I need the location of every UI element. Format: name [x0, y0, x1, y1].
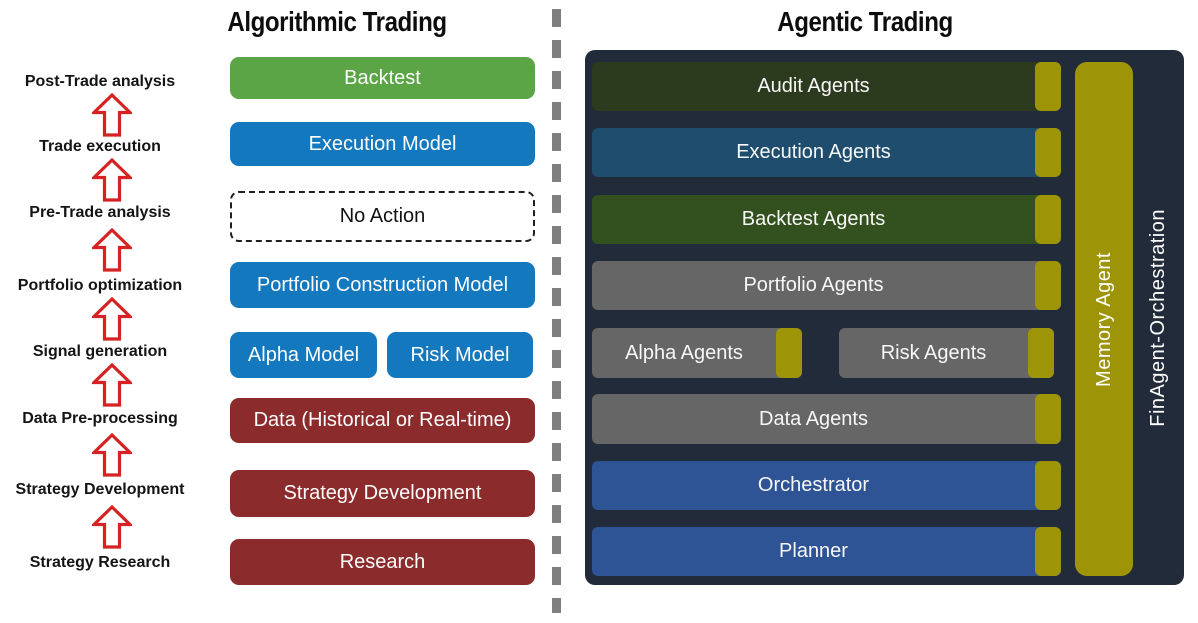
- research-box-label: Research: [339, 550, 426, 573]
- connector-tab: [1035, 128, 1061, 177]
- connector-tab: [1035, 195, 1061, 244]
- up-arrow-icon: [90, 362, 134, 407]
- risk-model-box-label: Risk Model: [410, 343, 510, 366]
- risk-agents-row: Risk Agents: [839, 328, 1054, 378]
- execution-model-box: Execution Model: [230, 122, 535, 166]
- portfolio-agents-row: Portfolio Agents: [592, 261, 1061, 310]
- algorithmic-trading-title: Algorithmic Trading: [227, 6, 447, 37]
- alpha-model-box-label: Alpha Model: [247, 343, 360, 366]
- portfolio-agents-row-label: Portfolio Agents: [743, 274, 884, 296]
- process-step-portfolio-optimization: Portfolio optimization: [17, 277, 183, 294]
- planner-row-label: Planner: [779, 540, 848, 562]
- risk-model-box: Risk Model: [387, 332, 533, 378]
- dashed-divider: [552, 9, 561, 613]
- alpha-model-box: Alpha Model: [230, 332, 377, 378]
- up-arrow-icon: [90, 296, 134, 341]
- process-step-trade-execution: Trade execution: [39, 138, 161, 155]
- research-box: Research: [230, 539, 535, 585]
- no-action-box-label: No Action: [339, 205, 426, 227]
- backtest-box-label: Backtest: [344, 66, 421, 89]
- finagent-orchestration-sidebar: FinAgent-Orchestration: [1133, 50, 1184, 585]
- up-arrow-icon: [90, 92, 134, 137]
- data-agents-row: Data Agents: [592, 394, 1061, 444]
- data-agents-row-label: Data Agents: [759, 407, 868, 430]
- process-step-post-trade-analysis: Post-Trade analysis: [24, 73, 176, 90]
- memory-agent-bar: Memory Agent: [1075, 62, 1133, 576]
- alpha-agents-row-label: Alpha Agents: [625, 341, 743, 364]
- process-step-pre-trade-analysis: Pre-Trade analysis: [29, 204, 171, 221]
- connector-tab: [1035, 261, 1061, 310]
- process-step-signal-generation: Signal generation: [32, 343, 168, 360]
- portfolio-construction-model-box: Portfolio Construction Model: [230, 262, 535, 308]
- portfolio-construction-model-box-label: Portfolio Construction Model: [256, 273, 509, 296]
- alpha-agents-row: Alpha Agents: [592, 328, 802, 378]
- up-arrow-icon: [90, 504, 134, 549]
- agentic-trading-title: Agentic Trading: [777, 6, 953, 37]
- up-arrow-icon: [90, 432, 134, 477]
- process-step-strategy-research: Strategy Research: [29, 554, 171, 571]
- no-action-box: No Action: [230, 191, 535, 242]
- planner-row: Planner: [592, 527, 1061, 576]
- strategy-development-box: Strategy Development: [230, 470, 535, 517]
- backtest-agents-row: Backtest Agents: [592, 195, 1061, 244]
- backtest-box: Backtest: [230, 57, 535, 99]
- connector-tab: [1028, 328, 1054, 378]
- orchestrator-row-label: Orchestrator: [757, 474, 870, 496]
- risk-agents-row-label: Risk Agents: [880, 341, 987, 364]
- connector-tab: [776, 328, 802, 378]
- up-arrow-icon: [90, 227, 134, 272]
- memory-agent-label: Memory Agent: [1092, 251, 1115, 387]
- process-step-strategy-development: Strategy Development: [15, 481, 185, 498]
- backtest-agents-row-label: Backtest Agents: [741, 208, 886, 230]
- execution-agents-row-label: Execution Agents: [736, 141, 891, 163]
- orchestrator-row: Orchestrator: [592, 461, 1061, 510]
- strategy-development-box-label: Strategy Development: [283, 482, 482, 504]
- data-historical-or-real-time-box-label: Data (Historical or Real-time): [253, 409, 512, 431]
- audit-agents-row-label: Audit Agents: [757, 75, 870, 97]
- finagent-orchestration-label: FinAgent-Orchestration: [1147, 208, 1169, 427]
- execution-agents-row: Execution Agents: [592, 128, 1061, 177]
- connector-tab: [1035, 394, 1061, 444]
- connector-tab: [1035, 62, 1061, 111]
- audit-agents-row: Audit Agents: [592, 62, 1061, 111]
- execution-model-box-label: Execution Model: [308, 132, 457, 155]
- connector-tab: [1035, 527, 1061, 576]
- connector-tab: [1035, 461, 1061, 510]
- process-step-data-pre-processing: Data Pre-processing: [22, 410, 178, 427]
- data-historical-or-real-time-box: Data (Historical or Real-time): [230, 398, 535, 443]
- up-arrow-icon: [90, 157, 134, 202]
